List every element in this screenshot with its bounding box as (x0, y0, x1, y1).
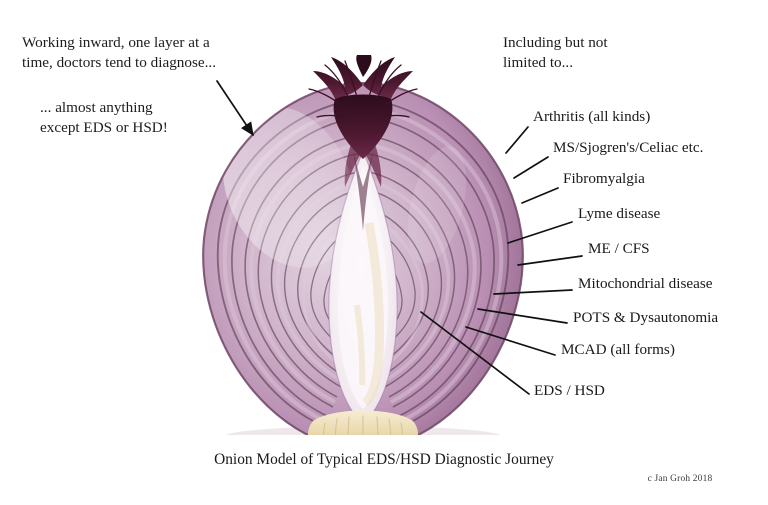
credit-line: c Jan Groh 2018 (647, 474, 713, 484)
note-including-but-not-limited-to: Including but not limited to... (503, 34, 608, 72)
label-eds-hsd: EDS / HSD (534, 382, 605, 399)
label-me-cfs: ME / CFS (588, 240, 650, 257)
label-ms-sjogren-s-celiac-etc: MS/Sjogren's/Celiac etc. (553, 139, 704, 156)
label-arthritis-all-kinds: Arthritis (all kinds) (533, 108, 651, 125)
label-mcad-all-forms: MCAD (all forms) (561, 341, 675, 358)
label-lyme-disease: Lyme disease (578, 205, 661, 222)
label-mitochondrial-disease: Mitochondrial disease (578, 275, 713, 292)
note-working-inward: Working inward, one layer at a time, doc… (22, 34, 217, 72)
label-fibromyalgia: Fibromyalgia (563, 170, 645, 187)
page-title: Onion Model of Typical EDS/HSD Diagnosti… (214, 451, 554, 468)
label-pots-dysautonomia: POTS & Dysautonomia (573, 309, 719, 326)
note-almost-anything: ... almost anything except EDS or HSD! (40, 99, 168, 137)
